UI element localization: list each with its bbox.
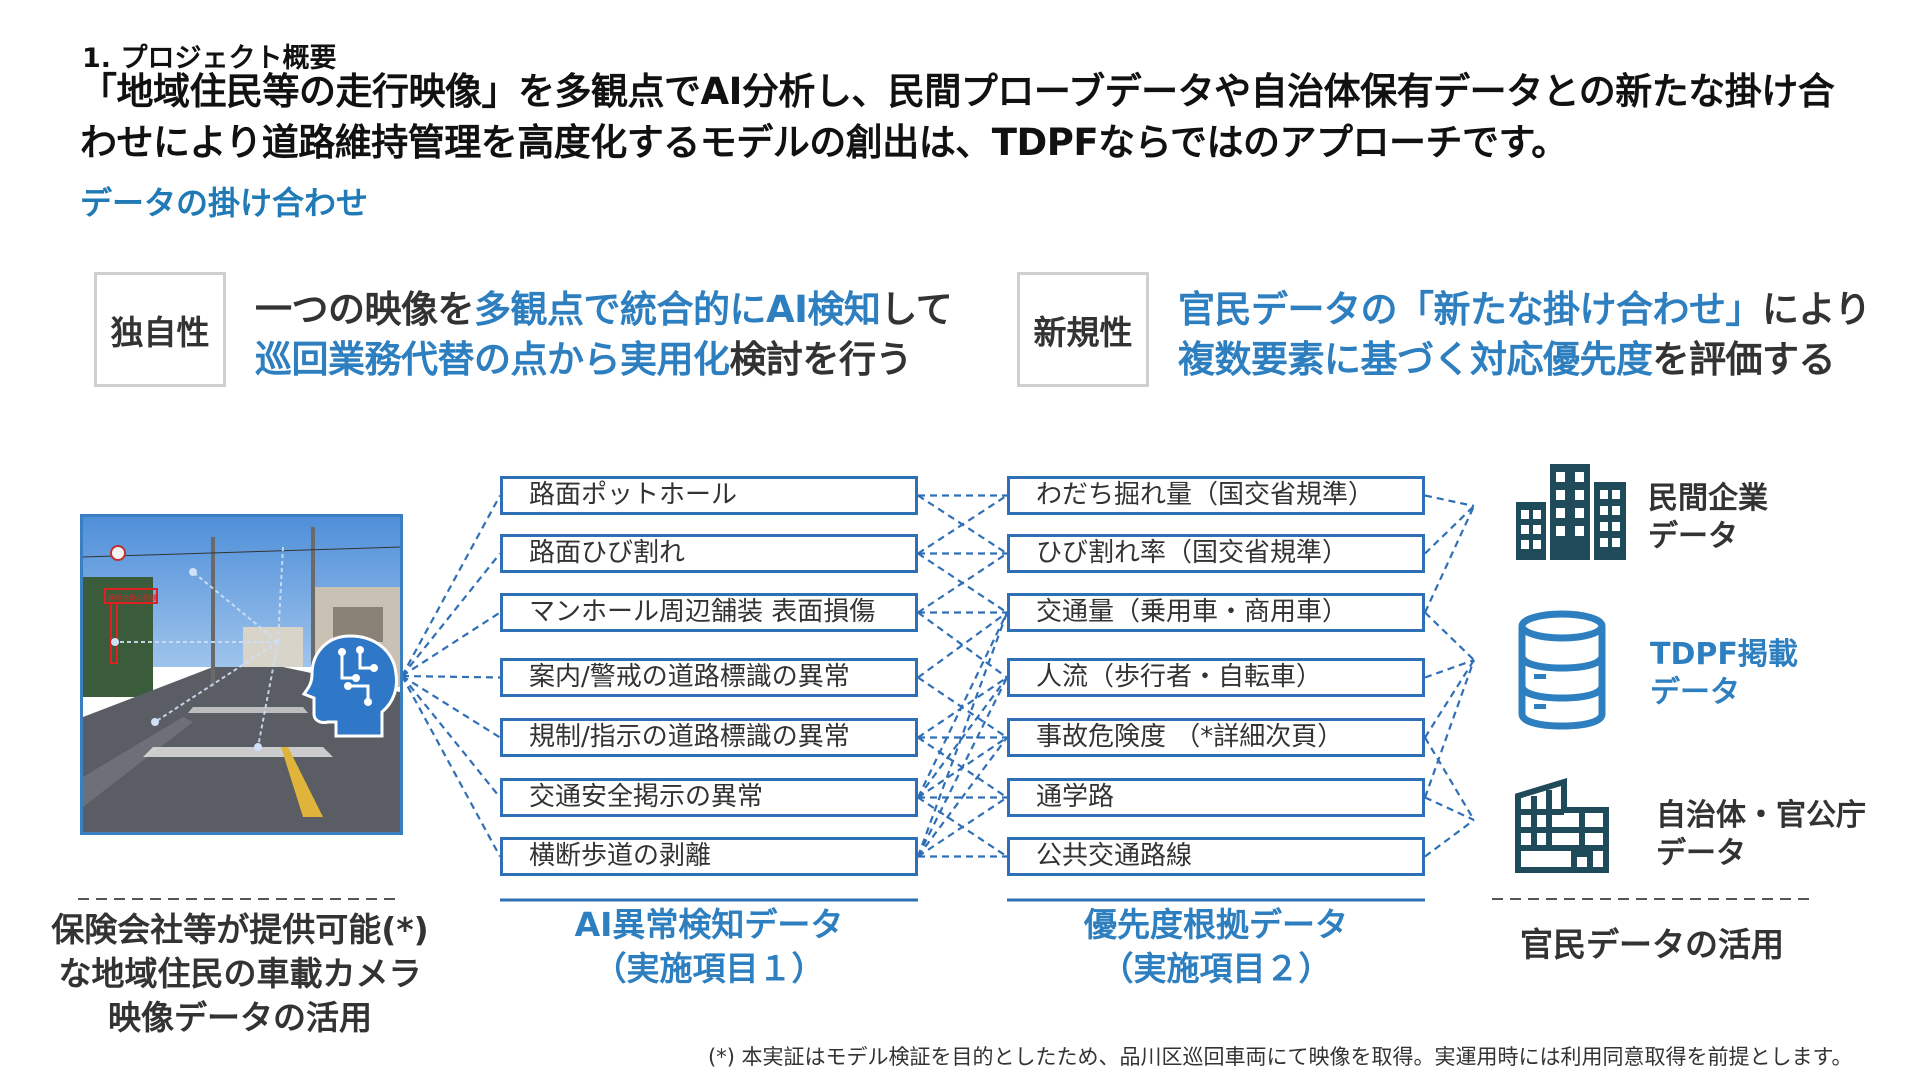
private-data-line-1: 民間企業	[1648, 481, 1768, 516]
uniqueness-tag: 独自性	[94, 272, 226, 387]
database-icon	[1518, 610, 1606, 730]
uniqueness-text-c: 検討を行う	[729, 338, 913, 381]
novelty-text-a: により	[1762, 288, 1871, 331]
connector-line	[1424, 736, 1475, 821]
novelty-highlight-1: 官民データの「新たな掛け合わせ」	[1178, 288, 1763, 331]
government-building-icon	[1515, 777, 1609, 873]
government-data-line-1: 自治体・官公庁	[1656, 798, 1866, 833]
sources-caption: 官民データの活用	[1520, 925, 1784, 964]
private-data-label: 民間企業 データ	[1648, 480, 1768, 556]
ai-caption-line-1: AI異常検知データ	[574, 905, 844, 944]
building-icon	[1516, 464, 1626, 560]
connector-line	[917, 676, 1008, 799]
priority-item: 通学路	[1007, 778, 1425, 817]
connector-line	[1424, 659, 1475, 739]
priority-caption: 優先度根拠データ （実施項目２）	[1007, 903, 1425, 991]
connector-line	[1424, 505, 1475, 613]
connector-line	[916, 612, 1009, 857]
priority-item: 公共交通路線	[1007, 837, 1425, 876]
ai-item: 規制/指示の道路標識の異常	[500, 718, 918, 757]
connector-line	[1424, 611, 1475, 661]
connector-line	[401, 552, 501, 677]
uniqueness-text: 一つの映像を多観点で統合的にAI検知して 巡回業務代替の点から実用化検討を行う	[255, 285, 953, 385]
headline-line-2: わせにより道路維持管理を高度化するモデルの創出は、TDPFならではのアプローチで…	[80, 121, 1568, 164]
ai-item: マンホール周辺舗装 表面損傷	[500, 593, 918, 632]
connector-line	[1424, 505, 1475, 555]
connector-line	[1424, 819, 1475, 858]
connector-line	[1424, 494, 1475, 508]
uniqueness-line-1: 一つの映像を多観点で統合的にAI検知して	[255, 285, 953, 335]
camera-caption-line-3: 映像データの活用	[108, 998, 372, 1037]
ai-item: 交通安全掲示の異常	[500, 778, 918, 817]
connector-line	[917, 796, 1008, 858]
tdpf-data-label: TDPF掲載 データ	[1650, 636, 1798, 712]
connector-line	[401, 675, 501, 799]
ai-item: 案内/警戒の道路標識の異常	[500, 658, 918, 697]
priority-item: わだち掘れ量（国交省規準）	[1007, 476, 1425, 515]
priority-item: ひび割れ率（国交省規準）	[1007, 534, 1425, 573]
section-number: 1. プロジェクト概要	[82, 43, 337, 74]
subhead: データの掛け合わせ	[80, 184, 369, 222]
source-connectors	[1423, 494, 1476, 858]
ai-item: 路面ポットホール	[500, 476, 918, 515]
tdpf-data-line-1: TDPF掲載	[1650, 637, 1798, 672]
connector-line	[401, 494, 501, 677]
connector-line	[917, 611, 1008, 679]
detected-sign-label: 横断歩道の剥離	[108, 593, 157, 602]
camera-caption-line-2: な地域住民の車載カメラ	[58, 954, 422, 993]
headline-line-1: 「地域住民等の走行映像」を多観点でAI分析し、民間プローブデータや自治体保有デー…	[80, 70, 1835, 113]
connector-line	[401, 611, 501, 677]
priority-item: 事故危険度 （*詳細次頁）	[1007, 718, 1425, 757]
novelty-highlight-2: 複数要素に基づく対応優先度	[1178, 338, 1653, 381]
uniqueness-text-b: して	[880, 288, 953, 331]
uniqueness-highlight-2: 巡回業務代替の点から実用化	[255, 338, 730, 381]
government-data-line-2: データ	[1656, 836, 1746, 871]
connector-line	[1423, 659, 1476, 798]
uniqueness-text-a: 一つの映像を	[255, 288, 475, 331]
novelty-line-1: 官民データの「新たな掛け合わせ」により	[1178, 285, 1871, 335]
connector-line	[917, 552, 1008, 614]
connector-line	[1424, 796, 1475, 821]
connector-line	[917, 736, 1008, 858]
connector-line	[401, 675, 501, 739]
connector-line	[917, 494, 1008, 555]
connector-line	[1424, 658, 1475, 679]
novelty-text: 官民データの「新たな掛け合わせ」により 複数要素に基づく対応優先度を評価する	[1178, 285, 1871, 385]
uniqueness-line-2: 巡回業務代替の点から実用化検討を行う	[255, 335, 952, 385]
priority-connectors	[916, 494, 1009, 858]
novelty-tag: 新規性	[1017, 272, 1149, 387]
ai-caption-line-2: （実施項目１）	[593, 949, 825, 988]
ai-connectors	[401, 494, 501, 858]
camera-caption-line-1: 保険会社等が提供可能(*)	[51, 910, 429, 949]
priority-caption-line-2: （実施項目２）	[1100, 949, 1332, 988]
headline: 「地域住民等の走行映像」を多観点でAI分析し、民間プローブデータや自治体保有デー…	[80, 66, 1860, 168]
novelty-text-b: を評価する	[1652, 338, 1836, 381]
priority-item: 交通量（乗用車・商用車）	[1007, 593, 1425, 632]
private-data-line-2: データ	[1648, 519, 1738, 554]
connector-line	[401, 674, 501, 679]
connector-line	[917, 677, 1008, 857]
government-data-label: 自治体・官公庁 データ	[1656, 797, 1866, 873]
camera-caption: 保険会社等が提供可能(*) な地域住民の車載カメラ 映像データの活用	[30, 908, 450, 1040]
ai-item: 路面ひび割れ	[500, 534, 918, 573]
ai-caption: AI異常検知データ （実施項目１）	[500, 903, 918, 991]
novelty-line-2: 複数要素に基づく対応優先度を評価する	[1178, 335, 1871, 385]
priority-caption-line-1: 優先度根拠データ	[1084, 905, 1348, 944]
connector-line	[401, 675, 501, 858]
ai-item: 横断歩道の剥離	[500, 837, 918, 876]
tdpf-data-line-2: データ	[1650, 675, 1740, 710]
priority-item: 人流（歩行者・自転車）	[1007, 658, 1425, 697]
footnote: (*) 本実証はモデル検証を目的としたため、品川区巡回車両にて映像を取得。実運用…	[708, 1045, 1853, 1069]
connector-line	[917, 612, 1008, 798]
ai-head-icon	[301, 634, 398, 738]
connector-line	[917, 611, 1008, 679]
uniqueness-highlight-1: 多観点で統合的にAI検知	[474, 288, 881, 331]
